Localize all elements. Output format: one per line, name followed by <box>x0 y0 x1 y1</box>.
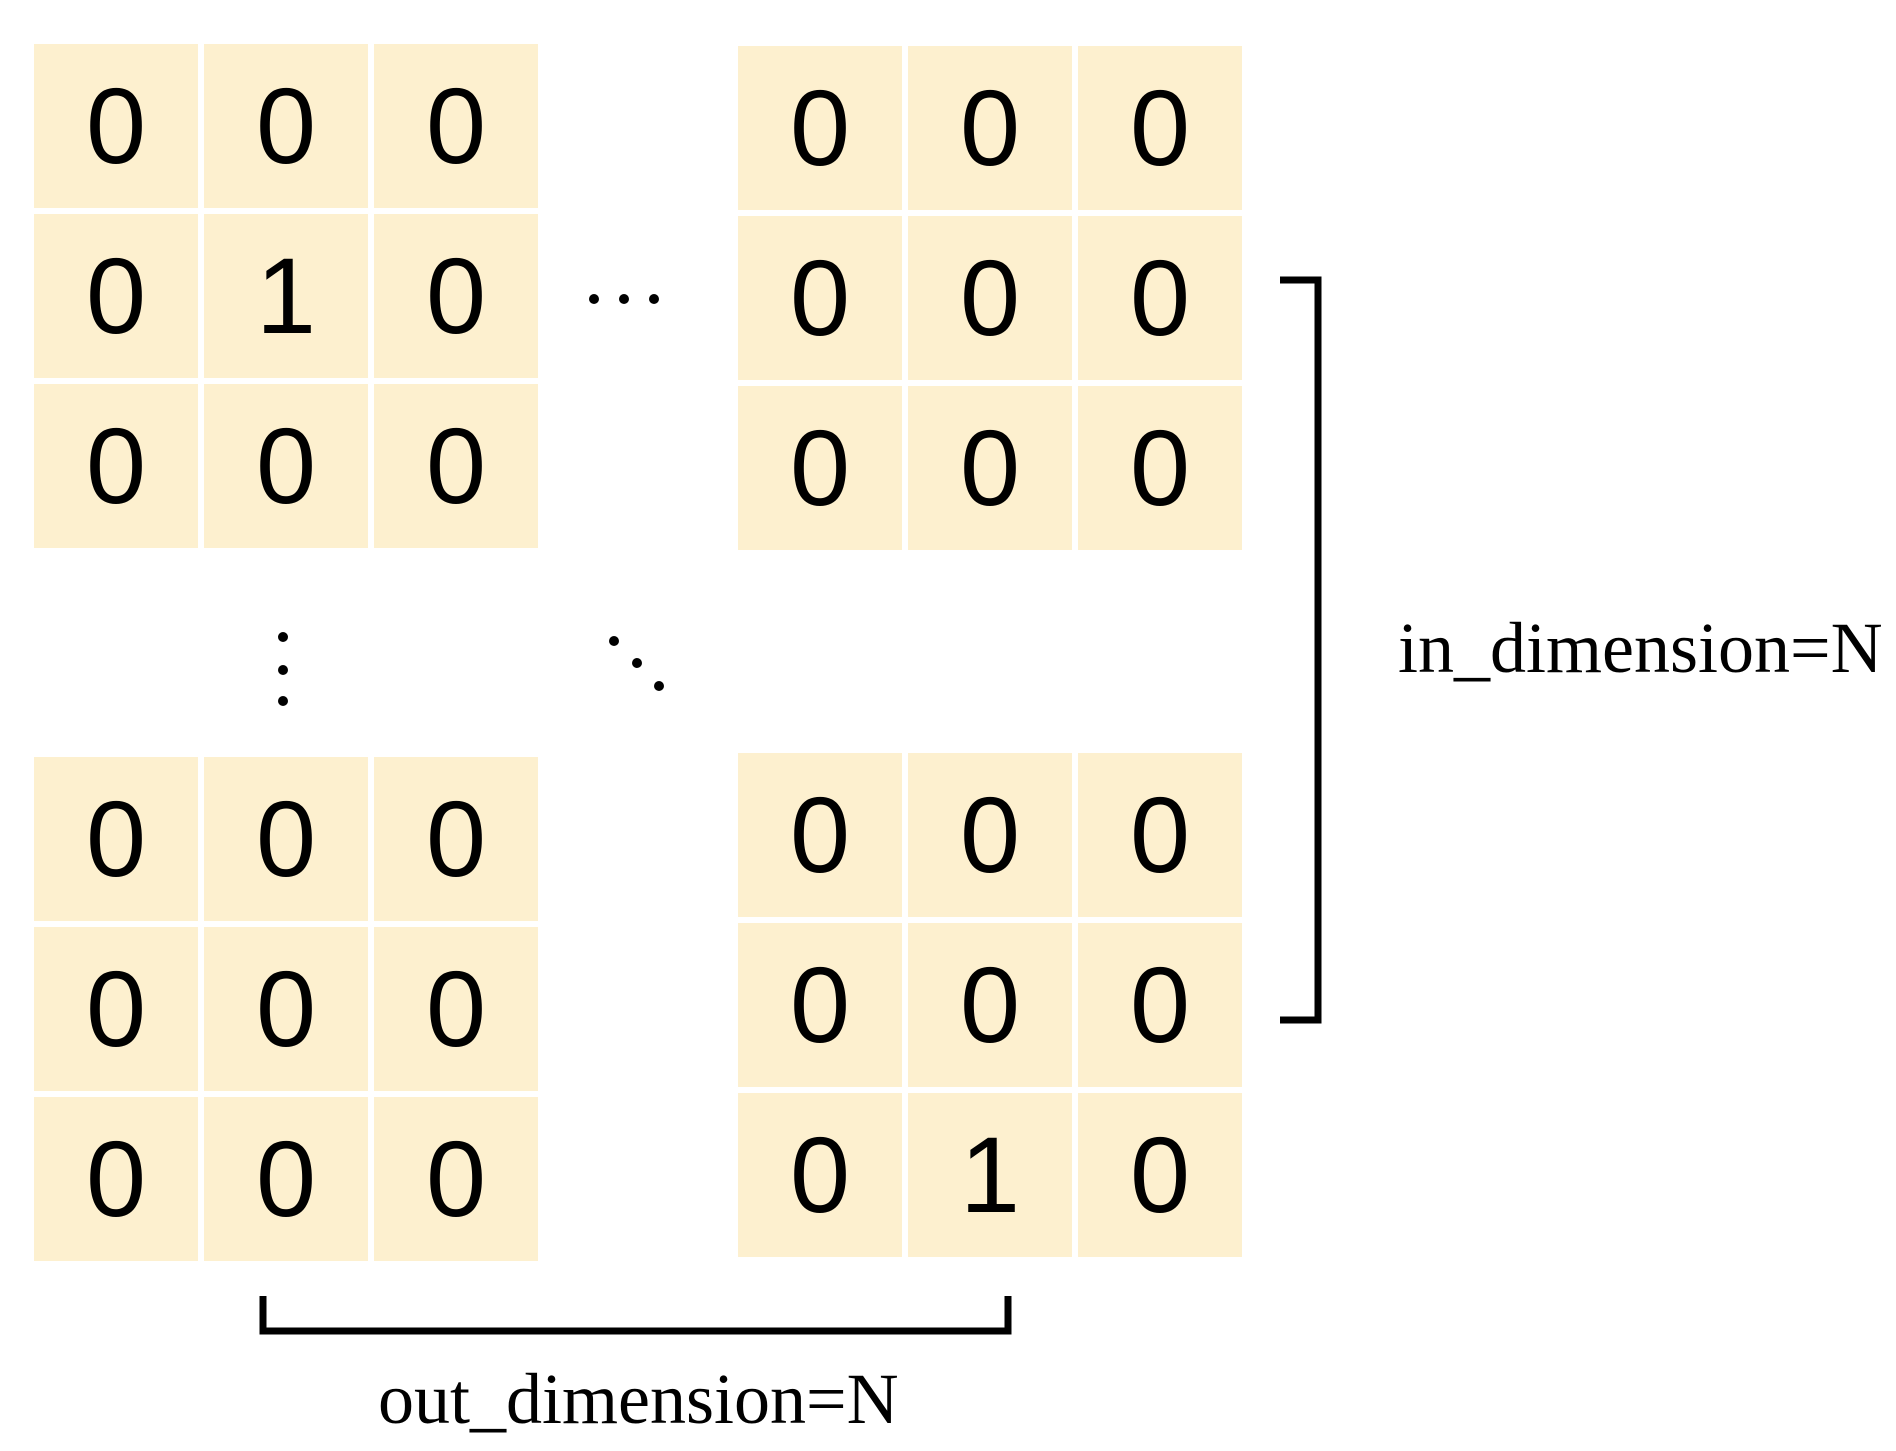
vertical-ellipsis <box>278 632 288 706</box>
matrix-cell: 0 <box>34 1097 198 1261</box>
matrix-cell: 0 <box>34 214 198 378</box>
matrix-cell: 0 <box>374 44 538 208</box>
matrix-cell: 0 <box>738 386 902 550</box>
matrix-cell: 1 <box>908 1093 1072 1257</box>
out-dimension-bracket <box>259 1296 1012 1335</box>
matrix-cell: 0 <box>1078 386 1242 550</box>
matrix-cell: 0 <box>374 1097 538 1261</box>
matrix-cell: 0 <box>738 753 902 917</box>
matrix-cell: 0 <box>374 384 538 548</box>
in-dimension-label: in_dimension=N <box>1398 608 1883 688</box>
out-dimension-label: out_dimension=N <box>378 1359 899 1439</box>
matrix-cell: 0 <box>34 927 198 1091</box>
matrix-cell: 0 <box>34 384 198 548</box>
matrix-cell: 0 <box>908 753 1072 917</box>
matrix-cell: 0 <box>374 927 538 1091</box>
in-dimension-bracket <box>1280 276 1322 1024</box>
matrix-cell: 0 <box>908 216 1072 380</box>
matrix-cell: 0 <box>1078 923 1242 1087</box>
matrix-cell: 0 <box>204 384 368 548</box>
matrix-cell: 0 <box>1078 753 1242 917</box>
matrix-cell: 0 <box>374 757 538 921</box>
horizontal-ellipsis <box>589 294 659 304</box>
matrix-cell: 0 <box>738 216 902 380</box>
matrix-cell: 0 <box>204 927 368 1091</box>
matrix-cell: 0 <box>908 386 1072 550</box>
matrix-cell: 0 <box>908 923 1072 1087</box>
matrix-cell: 0 <box>204 757 368 921</box>
matrix-cell: 0 <box>738 923 902 1087</box>
diagonal-ellipsis <box>609 636 664 691</box>
matrix-cell: 0 <box>1078 1093 1242 1257</box>
matrix-cell: 0 <box>1078 216 1242 380</box>
matrix-cell: 0 <box>34 44 198 208</box>
matrix-cell: 0 <box>34 757 198 921</box>
matrix-cell: 0 <box>908 46 1072 210</box>
matrix-cell: 1 <box>204 214 368 378</box>
matrix-cell: 0 <box>1078 46 1242 210</box>
matrix-cell: 0 <box>374 214 538 378</box>
matrix-cell: 0 <box>204 44 368 208</box>
matrix-cell: 0 <box>204 1097 368 1261</box>
matrix-cell: 0 <box>738 46 902 210</box>
matrix-cell: 0 <box>738 1093 902 1257</box>
